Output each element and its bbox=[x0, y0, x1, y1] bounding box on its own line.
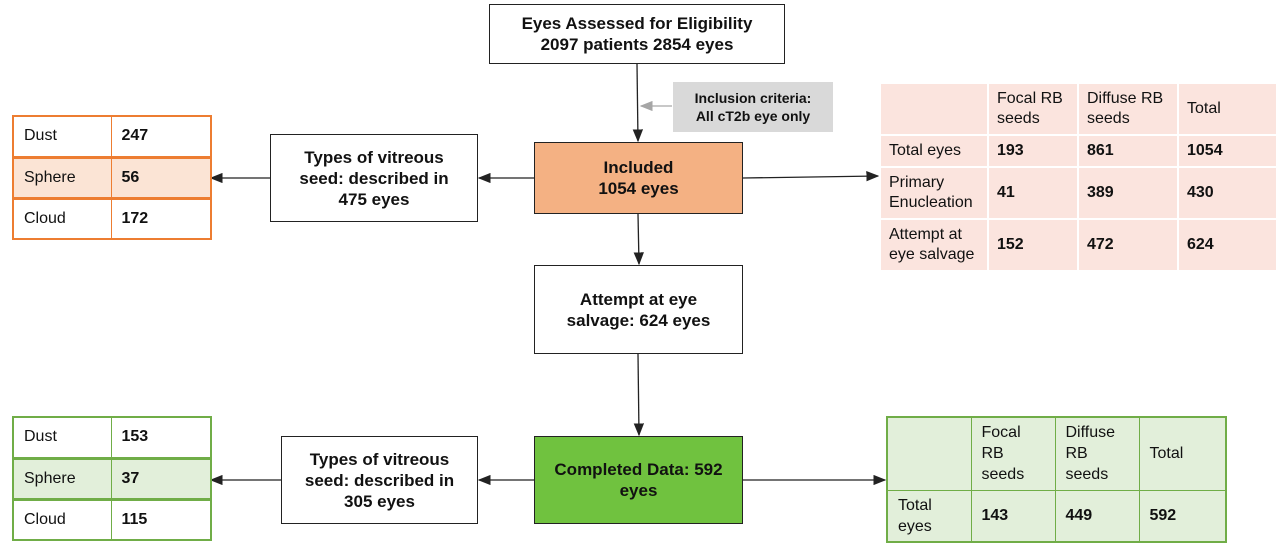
criteria-text: All cT2b eye only bbox=[695, 108, 811, 124]
seed-type-count: 153 bbox=[110, 416, 212, 459]
row-label: Total eyes bbox=[879, 134, 989, 168]
table-row: Attempt at eye salvage 152 472 624 bbox=[879, 218, 1278, 272]
types-bottom-line1: Types of vitreous bbox=[309, 449, 450, 469]
arrow-attempt-to-completed bbox=[633, 353, 645, 437]
cell-diffuse: 472 bbox=[1077, 218, 1179, 272]
outcome-table-bottom: Focal RB seeds Diffuse RB seeds Total To… bbox=[886, 416, 1227, 543]
table-row: Dust 153 bbox=[12, 416, 212, 459]
types-bottom-line2: seed: described in bbox=[304, 470, 455, 490]
included-box: Included 1054 eyes bbox=[534, 142, 743, 214]
seed-types-box-top: Types of vitreous seed: described in 475… bbox=[270, 134, 478, 222]
cell-focal: 143 bbox=[970, 489, 1056, 543]
seed-type-count: 37 bbox=[110, 456, 212, 501]
seed-type-label: Cloud bbox=[12, 498, 112, 541]
cell-focal: 41 bbox=[987, 166, 1079, 220]
seed-type-count: 247 bbox=[110, 115, 212, 158]
seed-types-box-bottom: Types of vitreous seed: described in 305… bbox=[281, 436, 478, 524]
seed-type-table-top: Dust 247 Sphere 56 Cloud 172 bbox=[12, 115, 212, 240]
seed-type-label: Sphere bbox=[12, 155, 112, 200]
seed-type-label: Dust bbox=[12, 416, 112, 459]
inclusion-criteria-box: Inclusion criteria: All cT2b eye only bbox=[673, 82, 833, 132]
seed-type-count: 172 bbox=[110, 197, 212, 240]
types-bottom-line3: 305 eyes bbox=[344, 491, 415, 511]
seed-type-label: Dust bbox=[12, 115, 112, 158]
outcome-table-top: Focal RB seeds Diffuse RB seeds Total To… bbox=[879, 82, 1278, 272]
types-top-line1: Types of vitreous bbox=[304, 147, 444, 167]
completed-line1: Completed Data: 592 bbox=[554, 460, 723, 479]
header-total: Total bbox=[1138, 416, 1227, 491]
seed-type-count: 56 bbox=[110, 155, 212, 200]
seed-type-count: 115 bbox=[110, 498, 212, 541]
cell-total: 624 bbox=[1177, 218, 1278, 272]
cell-total: 592 bbox=[1138, 489, 1227, 543]
criteria-title: Inclusion criteria: bbox=[694, 90, 812, 106]
attempt-line2: salvage: 624 eyes bbox=[566, 310, 711, 330]
table-row: Primary Enucleation 41 389 430 bbox=[879, 166, 1278, 220]
arrow-included-to-outcome-table bbox=[742, 170, 880, 182]
cell-diffuse: 449 bbox=[1054, 489, 1140, 543]
seed-type-label: Sphere bbox=[12, 456, 112, 501]
eligibility-title: Eyes Assessed for Eligibility bbox=[521, 14, 753, 33]
header-cell-empty bbox=[886, 416, 972, 491]
row-label: Primary Enucleation bbox=[879, 166, 989, 220]
attempt-salvage-box: Attempt at eye salvage: 624 eyes bbox=[534, 265, 743, 354]
header-total: Total bbox=[1177, 82, 1278, 136]
included-count: 1054 eyes bbox=[598, 179, 679, 198]
cell-diffuse: 861 bbox=[1077, 134, 1179, 168]
cell-total: 430 bbox=[1177, 166, 1278, 220]
types-top-line3: 475 eyes bbox=[338, 189, 410, 209]
attempt-line1: Attempt at eye bbox=[579, 289, 698, 309]
cell-total: 1054 bbox=[1177, 134, 1278, 168]
table-row: Cloud 115 bbox=[12, 498, 212, 541]
table-header-row: Focal RB seeds Diffuse RB seeds Total bbox=[879, 82, 1278, 136]
row-label: Total eyes bbox=[886, 489, 972, 543]
header-focal: Focal RB seeds bbox=[987, 82, 1079, 136]
included-title: Included bbox=[603, 158, 674, 177]
header-focal: Focal RB seeds bbox=[970, 416, 1056, 491]
row-label: Attempt at eye salvage bbox=[879, 218, 989, 272]
seed-type-table-bottom: Dust 153 Sphere 37 Cloud 115 bbox=[12, 416, 212, 541]
types-top-line2: seed: described in bbox=[299, 168, 449, 188]
table-row: Sphere 37 bbox=[12, 456, 212, 501]
eligibility-count: 2097 patients 2854 eyes bbox=[540, 35, 734, 54]
completed-data-box: Completed Data: 592 eyes bbox=[534, 436, 743, 524]
cell-diffuse: 389 bbox=[1077, 166, 1179, 220]
cell-focal: 193 bbox=[987, 134, 1079, 168]
table-row: Sphere 56 bbox=[12, 155, 212, 200]
completed-line2: eyes bbox=[619, 481, 658, 500]
table-row: Cloud 172 bbox=[12, 197, 212, 240]
arrow-eligibility-to-included bbox=[632, 63, 644, 143]
table-row: Total eyes 143 449 592 bbox=[886, 489, 1227, 543]
header-diffuse: Diffuse RB seeds bbox=[1054, 416, 1140, 491]
cell-focal: 152 bbox=[987, 218, 1079, 272]
arrow-included-to-attempt bbox=[633, 213, 644, 266]
table-header-row: Focal RB seeds Diffuse RB seeds Total bbox=[886, 416, 1227, 491]
table-row: Dust 247 bbox=[12, 115, 212, 158]
eligibility-box: Eyes Assessed for Eligibility 2097 patie… bbox=[489, 4, 785, 64]
table-row: Total eyes 193 861 1054 bbox=[879, 134, 1278, 168]
header-cell-empty bbox=[879, 82, 989, 136]
header-diffuse: Diffuse RB seeds bbox=[1077, 82, 1179, 136]
seed-type-label: Cloud bbox=[12, 197, 112, 240]
